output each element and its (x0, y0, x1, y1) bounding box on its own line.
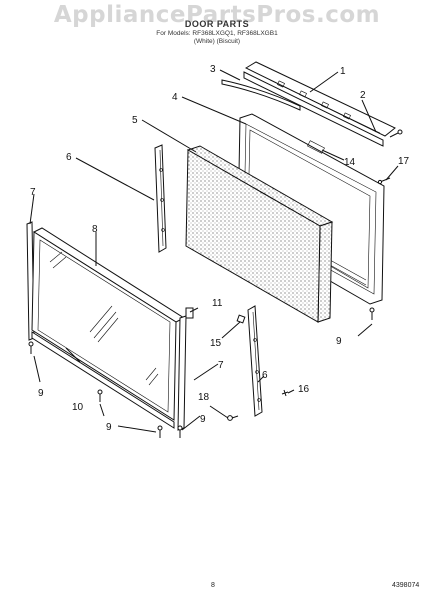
spring-clip (377, 177, 391, 185)
watermark: AppliancePartsPros.com (53, 2, 381, 28)
callout-18: 18 (198, 392, 210, 403)
model-numbers: For Models: RF368LXGQ1, RF368LXGB1 (156, 30, 278, 37)
callout-labels: 1 2 3 4 5 6 7 8 9 10 11 14 15 16 17 18 7… (30, 64, 410, 433)
callout-11: 11 (212, 298, 223, 309)
callout-2: 2 (360, 90, 366, 101)
screw (389, 129, 403, 138)
door-insulation (185, 145, 334, 323)
callout-16: 16 (298, 384, 310, 395)
callout-3: 3 (210, 64, 216, 75)
callout-15: 15 (210, 338, 222, 349)
callout-10: 10 (72, 402, 84, 413)
callout-6: 6 (66, 152, 72, 163)
callout-6b: 6 (262, 370, 268, 381)
leader-lines (29, 69, 399, 433)
diagram-title: DOOR PARTS (184, 19, 250, 29)
callout-9d: 9 (336, 336, 342, 347)
callout-9b: 9 (106, 422, 112, 433)
glass-clip (185, 307, 194, 319)
callout-7b: 7 (218, 360, 224, 371)
callout-14: 14 (344, 157, 356, 168)
callout-8: 8 (92, 224, 98, 235)
part-number: 4398074 (392, 582, 420, 589)
callout-4: 4 (172, 92, 178, 103)
door-channel-right (247, 305, 263, 417)
callout-9a: 9 (38, 388, 44, 399)
callout-7: 7 (30, 187, 36, 198)
hinge-screw (227, 415, 239, 421)
callout-1: 1 (340, 66, 346, 77)
glass-bottom-trim (31, 331, 175, 429)
retainer-clip (236, 314, 246, 324)
callout-9c: 9 (200, 414, 206, 425)
color-labels: (White) (Biscuit) (193, 38, 241, 45)
glass-side-seal-right (177, 315, 187, 431)
page-number: 8 (211, 582, 215, 589)
trim-piece (221, 79, 301, 111)
spacer (281, 389, 289, 397)
door-handle-trim (243, 61, 396, 147)
callout-17: 17 (398, 156, 410, 167)
screw-set (28, 307, 375, 438)
door-channel-left (154, 144, 167, 253)
outer-door-glass (31, 227, 186, 421)
callout-5: 5 (132, 115, 138, 126)
